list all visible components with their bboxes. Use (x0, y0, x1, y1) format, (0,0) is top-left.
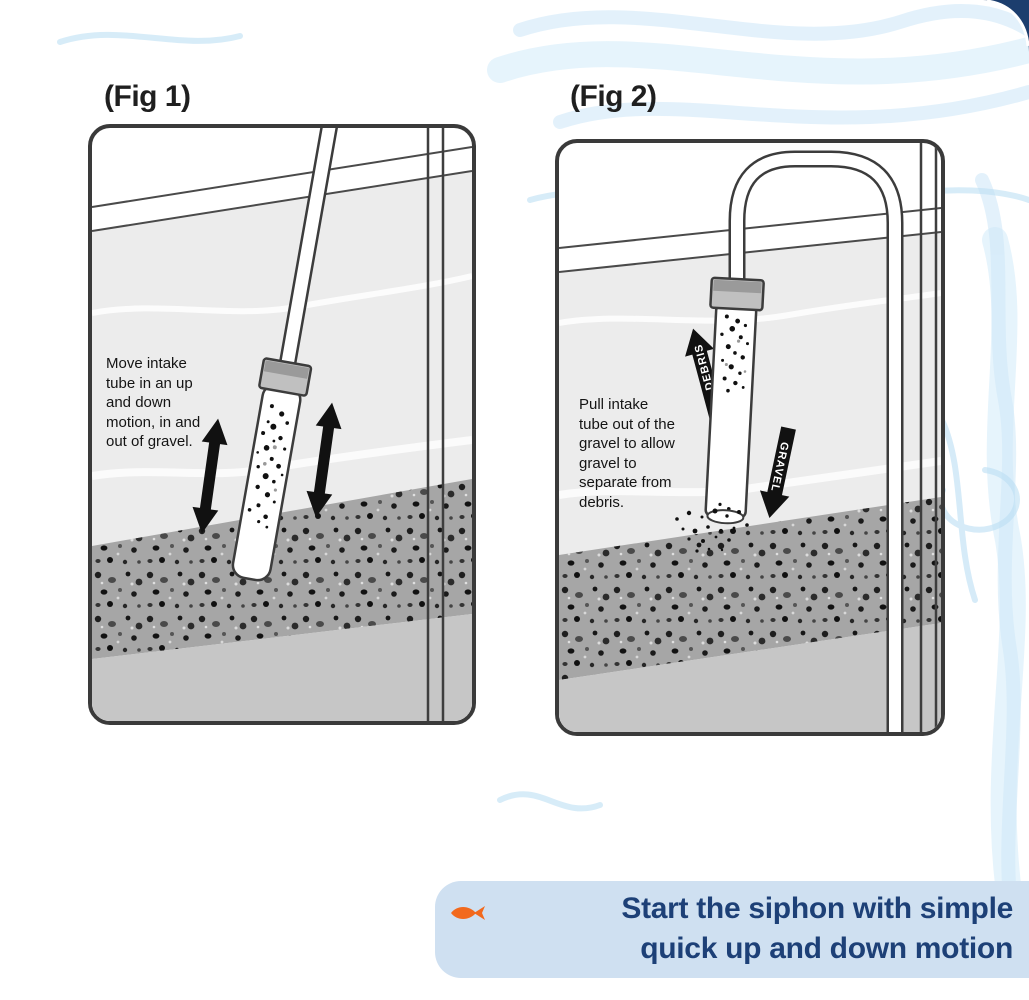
tank-corner-lines (426, 128, 445, 721)
hose (728, 150, 904, 732)
fig2-illustration: DEBRIS GRAVEL (559, 143, 941, 732)
motion-arrow-right (306, 402, 342, 518)
tip-text: Start the siphon with simple quick up an… (621, 889, 1013, 968)
tip-text-line2: quick up and down motion (640, 931, 1013, 965)
tip-text-line1: Start the siphon with simple (621, 892, 1013, 925)
tip-banner: Start the siphon with simple quick up an… (435, 881, 1029, 978)
intake-tube (704, 276, 765, 525)
fig1-illustration (92, 128, 472, 721)
fig2-instruction: Pull intake tube out of the gravel to al… (579, 396, 675, 511)
fig1-instruction: Move intake tube in an up and down motio… (106, 355, 201, 450)
fish-icon (451, 906, 485, 920)
tube-collar (258, 357, 313, 397)
gravel-bed (559, 497, 941, 732)
intake-tube (231, 128, 347, 582)
debris-in-tube (247, 404, 290, 529)
falling-debris (675, 508, 749, 553)
tube-collar (709, 276, 765, 312)
gravel-bed (92, 479, 472, 721)
tank-corner-lines (919, 143, 938, 732)
fig2-label: (Fig 2) (570, 80, 657, 113)
page-corner-accent (983, 0, 1029, 52)
fig1-panel: Move intake tube in an up and down motio… (88, 124, 476, 725)
motion-arrow-left (192, 418, 228, 534)
fig2-panel: DEBRIS GRAVEL (555, 139, 945, 736)
fig1-label: (Fig 1) (104, 80, 191, 113)
